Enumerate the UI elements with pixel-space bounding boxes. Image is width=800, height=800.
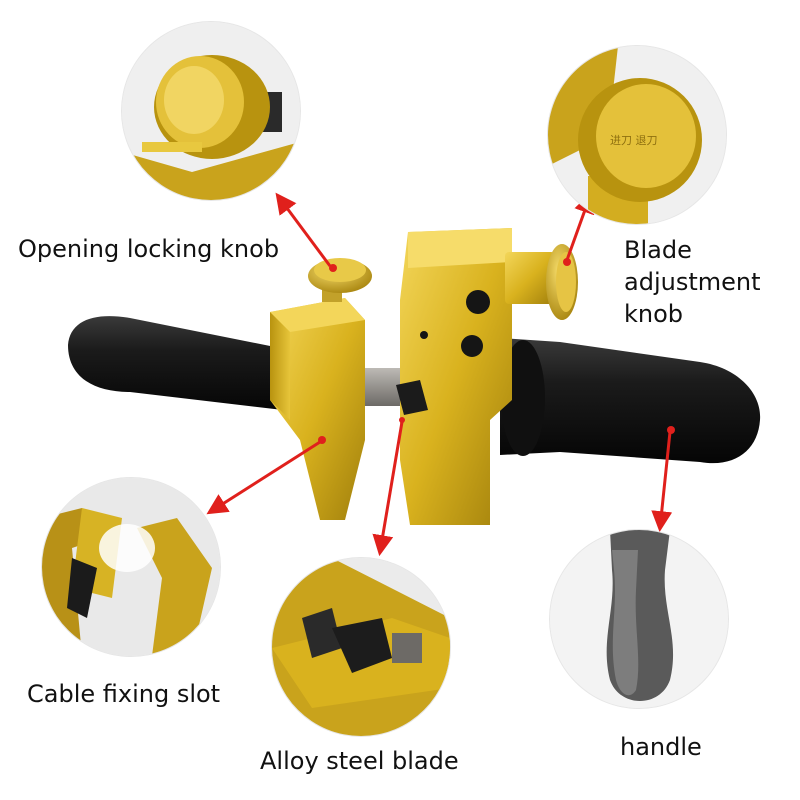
- label-opening-locking-knob: Opening locking knob: [18, 235, 280, 263]
- pointer-arrows: [206, 192, 673, 557]
- label-cable-fixing-slot: Cable fixing slot: [27, 680, 221, 708]
- arrow-blade: [372, 421, 404, 557]
- main-adjustment-knob: [505, 244, 578, 320]
- label-handle: handle: [620, 733, 702, 761]
- main-locking-knob: [308, 258, 372, 302]
- right-handle: [500, 338, 761, 464]
- detail-circle-handle: [550, 530, 728, 708]
- label-line: Blade: [624, 236, 692, 264]
- detail-circle-adjustment-knob: 进刀 退刀: [548, 46, 726, 224]
- arrow-handle: [651, 431, 673, 533]
- label-alloy-steel-blade: Alloy steel blade: [260, 747, 459, 775]
- detail-circle-cable-slot: [42, 478, 220, 656]
- arrow-locking-knob: [275, 192, 332, 267]
- label-blade-adjustment-knob: Blade adjustment knob: [624, 234, 761, 330]
- arrow-cable-slot: [206, 440, 321, 515]
- left-jaw-block: [270, 298, 365, 520]
- knob-engraving: 进刀 退刀: [610, 134, 658, 147]
- left-handle: [68, 316, 300, 412]
- detail-circle-locking-knob: [122, 22, 300, 200]
- right-blade-block: [396, 228, 512, 525]
- label-line: knob: [624, 300, 684, 328]
- label-line: adjustment: [624, 268, 761, 296]
- detail-circle-blade: [272, 558, 450, 736]
